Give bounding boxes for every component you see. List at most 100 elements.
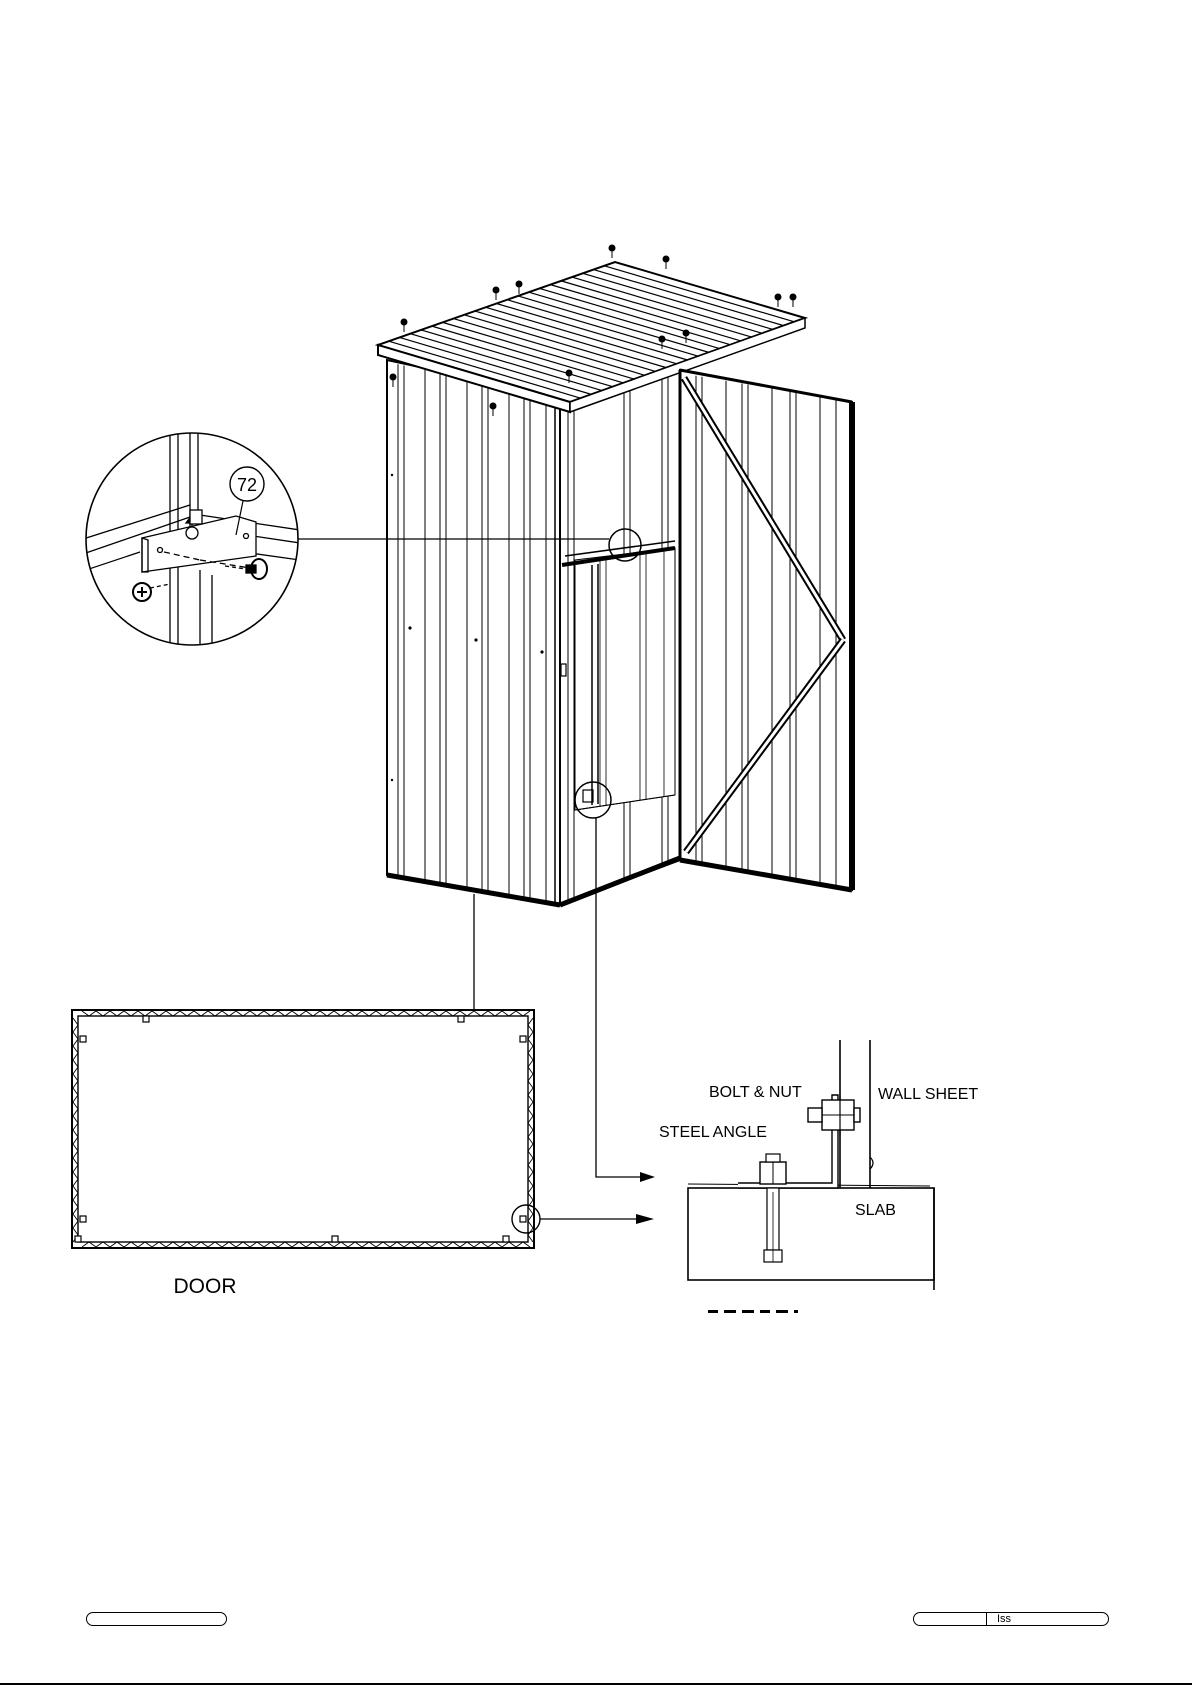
drawing-stroke bbox=[73, 1200, 78, 1207]
drawing-stroke bbox=[73, 1214, 78, 1221]
drawing-stroke bbox=[528, 1158, 533, 1165]
drawing-stroke bbox=[208, 1011, 215, 1016]
drawing-stroke bbox=[73, 1102, 78, 1109]
drawing-stroke bbox=[495, 1011, 502, 1016]
drawing-stroke bbox=[481, 1242, 488, 1247]
bracket-detail-magnified: 72 bbox=[80, 430, 300, 650]
drawing-stroke bbox=[73, 1172, 78, 1179]
shed-open-door bbox=[680, 370, 852, 890]
drawing-stroke bbox=[439, 1011, 446, 1016]
drawing-stroke bbox=[397, 1011, 404, 1016]
drawing-stroke bbox=[362, 1011, 369, 1016]
drawing-stroke bbox=[528, 1165, 533, 1172]
drawing-stroke bbox=[495, 1242, 502, 1247]
drawing-stroke bbox=[390, 1011, 397, 1016]
drawing-stroke bbox=[73, 1221, 78, 1228]
drawing-stroke bbox=[73, 1158, 78, 1165]
drawing-stroke bbox=[516, 1011, 523, 1016]
drawing-stroke bbox=[73, 1186, 78, 1193]
drawing-stroke bbox=[528, 1193, 533, 1200]
drawing-stroke bbox=[124, 1242, 131, 1247]
drawing-stroke bbox=[509, 1011, 516, 1016]
drawing-stroke bbox=[425, 1011, 432, 1016]
drawing-stroke bbox=[453, 1011, 460, 1016]
drawing-stroke bbox=[474, 1242, 481, 1247]
drawing-stroke bbox=[117, 1242, 124, 1247]
drawing-stroke bbox=[404, 1011, 411, 1016]
footer-right-field: Iss bbox=[913, 1612, 1109, 1626]
drawing-stroke bbox=[528, 1088, 533, 1095]
drawing-stroke bbox=[446, 1242, 453, 1247]
drawing-stroke bbox=[96, 1242, 103, 1247]
drawing-stroke bbox=[528, 1179, 533, 1186]
drawing-stroke bbox=[159, 1242, 166, 1247]
drawing-stroke bbox=[369, 1011, 376, 1016]
drawing-stroke bbox=[73, 1123, 78, 1130]
drawing-stroke bbox=[110, 1011, 117, 1016]
drawing-stroke bbox=[243, 1011, 250, 1016]
drawing-stroke bbox=[488, 1242, 495, 1247]
drawing-stroke bbox=[528, 1102, 533, 1109]
part-number-label: 72 bbox=[237, 475, 257, 495]
anchor-section-detail: BOLT & NUT WALL SHEET STEEL ANGLE SLAB bbox=[659, 1040, 978, 1313]
drawing-stroke bbox=[528, 1095, 533, 1102]
drawing-stroke bbox=[306, 1242, 313, 1247]
drawing-stroke bbox=[528, 1151, 533, 1158]
drawing-stroke bbox=[124, 1011, 131, 1016]
drawing-stroke bbox=[528, 1186, 533, 1193]
drawing-stroke bbox=[215, 1242, 222, 1247]
drawing-stroke bbox=[418, 1242, 425, 1247]
drawing-stroke bbox=[481, 1011, 488, 1016]
drawing-stroke bbox=[73, 1109, 78, 1116]
drawing-stroke bbox=[528, 1025, 533, 1032]
drawing-stroke bbox=[201, 1011, 208, 1016]
drawing-stroke bbox=[341, 1011, 348, 1016]
footer-right-cell-blank bbox=[914, 1613, 987, 1625]
drawing-stroke bbox=[528, 1207, 533, 1214]
drawing-stroke bbox=[222, 1011, 229, 1016]
drawing-stroke bbox=[103, 1011, 110, 1016]
drawing-stroke bbox=[528, 1137, 533, 1144]
drawing-stroke bbox=[73, 1018, 78, 1025]
drawing-stroke bbox=[397, 1242, 404, 1247]
drawing-stroke bbox=[73, 1074, 78, 1081]
drawing-stroke bbox=[173, 1242, 180, 1247]
drawing-stroke bbox=[488, 1011, 495, 1016]
drawing-stroke bbox=[215, 1011, 222, 1016]
drawing-stroke bbox=[173, 1011, 180, 1016]
drawing-stroke bbox=[453, 1242, 460, 1247]
drawing-stroke bbox=[528, 1067, 533, 1074]
drawing-stroke bbox=[327, 1242, 334, 1247]
drawing-stroke bbox=[145, 1242, 152, 1247]
drawing-stroke bbox=[257, 1242, 264, 1247]
drawing-stroke bbox=[138, 1242, 145, 1247]
drawing-stroke bbox=[73, 1025, 78, 1032]
drawing-stroke bbox=[73, 1151, 78, 1158]
drawing-stroke bbox=[73, 1116, 78, 1123]
drawing-stroke bbox=[528, 1123, 533, 1130]
drawing-stroke bbox=[292, 1011, 299, 1016]
drawing-stroke bbox=[271, 1242, 278, 1247]
drawing-stroke bbox=[523, 1242, 530, 1247]
drawing-stroke bbox=[264, 1242, 271, 1247]
drawing-stroke bbox=[131, 1242, 138, 1247]
drawing-stroke bbox=[313, 1011, 320, 1016]
drawing-stroke bbox=[341, 1242, 348, 1247]
footer-issue-label: Iss bbox=[987, 1613, 1108, 1625]
drawing-stroke bbox=[509, 1242, 516, 1247]
drawing-stroke bbox=[73, 1039, 78, 1046]
drawing-stroke bbox=[528, 1144, 533, 1151]
shed-isometric-view bbox=[378, 245, 852, 905]
shed-left-wall bbox=[387, 360, 560, 905]
drawing-stroke bbox=[73, 1088, 78, 1095]
drawing-stroke bbox=[73, 1081, 78, 1088]
drawing-stroke bbox=[528, 1032, 533, 1039]
drawing-stroke bbox=[73, 1179, 78, 1186]
drawing-stroke bbox=[334, 1242, 341, 1247]
drawing-stroke bbox=[528, 1053, 533, 1060]
drawing-stroke bbox=[467, 1242, 474, 1247]
drawing-stroke bbox=[327, 1011, 334, 1016]
drawing-stroke bbox=[467, 1011, 474, 1016]
drawing-stroke bbox=[355, 1242, 362, 1247]
